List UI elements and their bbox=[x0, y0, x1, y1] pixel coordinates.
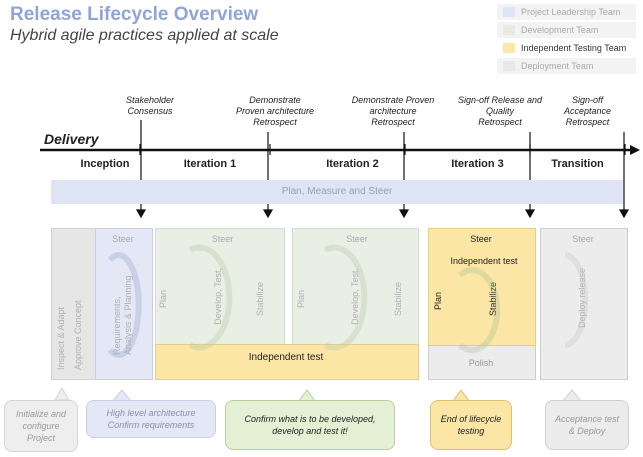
callout-end-of-lifecycle: End of lifecycle testing bbox=[430, 400, 512, 450]
phase-inception: Inception bbox=[80, 158, 130, 170]
callout-acceptance-deploy: Acceptance test & Deploy bbox=[545, 400, 629, 450]
iteration-2-steer-label: Steer bbox=[346, 234, 368, 244]
legend-label: Project Leadership Team bbox=[521, 7, 621, 17]
independent-test-band bbox=[155, 344, 419, 380]
iteration-2-cycle-icon bbox=[323, 244, 368, 351]
milestone-signoff-release: Sign-off Release and Quality Retrospect bbox=[457, 95, 543, 127]
iteration-3-polish-label: Polish bbox=[468, 358, 494, 368]
legend-swatch bbox=[503, 43, 515, 53]
plan-measure-steer-band: Plan, Measure and Steer bbox=[51, 180, 623, 204]
callout-initialize: Initialize and configure Project bbox=[4, 400, 78, 452]
iteration-3-steer-label: Steer bbox=[470, 234, 492, 244]
callout-high-level-architecture: High level architecture Confirm requirem… bbox=[86, 400, 216, 438]
legend: Project Leadership Team Development Team… bbox=[497, 4, 636, 76]
milestone-demonstrate-1: Demonstrate Proven architecture Retrospe… bbox=[235, 95, 315, 127]
milestone-signoff-acceptance: Sign-off Acceptance Retrospect bbox=[563, 95, 612, 127]
phase-iteration-1: Iteration 1 bbox=[183, 158, 237, 170]
legend-label: Independent Testing Team bbox=[521, 43, 627, 53]
phase-iteration-2: Iteration 2 bbox=[326, 158, 379, 170]
transition-cycle-icon bbox=[564, 252, 588, 348]
legend-swatch bbox=[503, 61, 515, 71]
legend-swatch bbox=[503, 25, 515, 35]
legend-item-development: Development Team bbox=[497, 22, 636, 38]
iteration-3-cycle-icon bbox=[458, 267, 501, 353]
legend-item-testing: Independent Testing Team bbox=[497, 40, 636, 56]
inception-cycle-icon bbox=[107, 252, 142, 358]
milestone-stakeholder-consensus: Stakeholder Consensus bbox=[125, 95, 175, 116]
timeline-label: Delivery bbox=[44, 131, 99, 147]
legend-swatch bbox=[503, 7, 515, 17]
inception-planning-block bbox=[95, 228, 153, 380]
page-subtitle: Hybrid agile practices applied at scale bbox=[10, 27, 279, 44]
iteration-3-independent-test-label: Independent test bbox=[450, 256, 518, 266]
milestone-demonstrate-2: Demonstrate Proven architecture Retrospe… bbox=[351, 95, 435, 127]
independent-test-label: Independent test bbox=[248, 352, 324, 363]
phase-transition: Transition bbox=[551, 158, 604, 170]
transition-steer-label: Steer bbox=[572, 234, 594, 244]
legend-item-leadership: Project Leadership Team bbox=[497, 4, 636, 20]
iteration-1-steer-label: Steer bbox=[211, 234, 234, 244]
legend-item-deployment: Deployment Team bbox=[497, 58, 636, 74]
iteration-3-testing-block bbox=[428, 228, 536, 346]
inception-steer-label: Steer bbox=[112, 234, 134, 244]
phase-iteration-3: Iteration 3 bbox=[451, 158, 504, 170]
transition-block bbox=[540, 228, 628, 380]
legend-label: Deployment Team bbox=[521, 61, 594, 71]
page-title: Release Lifecycle Overview bbox=[10, 4, 259, 25]
legend-label: Development Team bbox=[521, 25, 599, 35]
iteration-1-cycle-icon bbox=[188, 244, 233, 351]
callout-confirm-develop: Confirm what is to be developed, develop… bbox=[225, 400, 395, 450]
